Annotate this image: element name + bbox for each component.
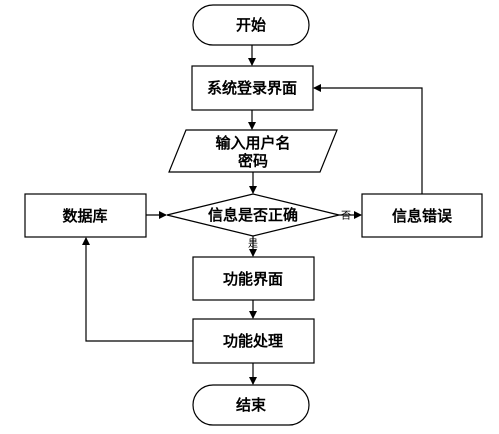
function-ui-node: 功能界面: [192, 256, 315, 301]
login-screen-label: 系统登录界面: [207, 79, 297, 97]
error-label: 信息错误: [392, 207, 453, 225]
no-edge-label: 否: [341, 210, 351, 222]
function-ui-label: 功能界面: [223, 270, 283, 288]
yes-edge-label: 是: [248, 238, 258, 250]
start-label: 开始: [236, 16, 266, 34]
database-node: 数据库: [24, 193, 147, 238]
database-label: 数据库: [62, 207, 107, 225]
login-screen-node: 系统登录界面: [191, 65, 314, 111]
decision-node: 信息是否正确: [166, 193, 340, 237]
edge-error-login: [313, 84, 423, 194]
edge-process-database: [82, 237, 193, 342]
end-node: 结束: [192, 384, 310, 426]
input-label-line2: 密码: [238, 152, 268, 170]
input-label-line1: 输入用户名: [215, 134, 290, 152]
decision-label: 信息是否正确: [208, 206, 298, 224]
input-credentials-node: 输入用户名 密码: [168, 129, 338, 173]
start-node: 开始: [192, 4, 310, 46]
function-process-label: 功能处理: [223, 332, 283, 350]
function-process-node: 功能处理: [192, 318, 315, 364]
error-node: 信息错误: [361, 193, 483, 238]
end-label: 结束: [236, 396, 267, 414]
